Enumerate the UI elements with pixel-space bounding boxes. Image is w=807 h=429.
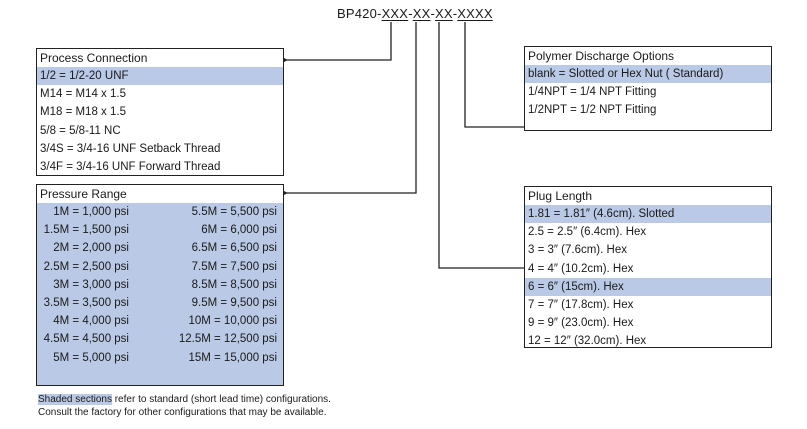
plug-length-option: 7 = 7″ (17.8cm). Hex [528, 298, 634, 311]
part-segment-plug: XX [435, 6, 453, 21]
pressure-range-option: 1.5M = 1,500 psi [43, 224, 129, 237]
polymer-discharge-title: Polymer Discharge Options [528, 49, 675, 63]
pressure-range-option: 6M = 6,000 psi [201, 224, 277, 237]
pressure-range-option: 1M = 1,000 psi [53, 206, 129, 218]
pressure-range-title: Pressure Range [40, 187, 127, 201]
pressure-range-option: 10M = 10,000 psi [188, 315, 277, 328]
part-segment-process: XXX [381, 6, 409, 21]
footnote-line-1: Shaded sections refer to standard (short… [38, 393, 331, 406]
plug-length-option: 3 = 3″ (7.6cm). Hex [528, 244, 627, 257]
pressure-range-table: 1M = 1,000 psi 1.5M = 1,500 psi 2M = 2,000… [37, 203, 283, 385]
part-dash: - [408, 6, 413, 21]
connector-plug [438, 22, 525, 269]
process-connection-option: 3/4F = 3/4-16 UNF Forward Thread [40, 160, 221, 173]
part-dash: - [452, 6, 458, 21]
pressure-range-option: 4M = 4,000 psi [53, 315, 129, 328]
plug-length-box: Plug Length 1.81 = 1.81″ (4.6cm). Slotte… [524, 186, 772, 348]
plug-length-option: 12 = 12″ (32.0cm). Hex [528, 335, 647, 348]
part-prefix: BP420- [337, 6, 382, 21]
shaded-sections-highlight: Shaded sections [38, 394, 112, 405]
pressure-range-option: 9.5M = 9,500 psi [191, 297, 277, 309]
process-connection-option: M18 = M18 x 1.5 [40, 106, 126, 119]
process-connection-option: 1/2 = 1/2-20 UNF [37, 67, 283, 86]
part-number: BP420-XXX-XX-XX-XXXX [337, 6, 493, 21]
polymer-discharge-option: blank = Slotted or Hex Nut ( Standard) [525, 65, 771, 84]
process-connection-title: Process Connection [40, 51, 148, 65]
process-connection-box: Process Connection 1/2 = 1/2-20 UNF M14 =… [36, 48, 284, 176]
part-segment-polymer: XXXX [457, 6, 493, 21]
connector-process [280, 22, 392, 64]
plug-length-option: 4 = 4″ (10.2cm). Hex [528, 262, 634, 275]
pressure-range-option: 3.5M = 3,500 psi [43, 297, 129, 309]
pressure-range-option: 12.5M = 12,500 psi [178, 333, 277, 346]
plug-length-title: Plug Length [528, 189, 593, 203]
pressure-range-option: 2M = 2,000 psi [53, 242, 129, 255]
connector-pressure [280, 22, 417, 197]
connector-polymer [464, 22, 525, 128]
plug-length-option: 1.81 = 1.81″ (4.6cm). Slotted [525, 205, 771, 224]
part-dash: - [430, 6, 435, 21]
plug-length-option: 6 = 6″ (15cm). Hex [525, 277, 771, 296]
part-segment-pressure: XX [412, 6, 431, 21]
pressure-range-box: Pressure Range 1M = 1,000 psi 1.5M = 1,50… [36, 184, 284, 386]
pressure-range-option: 6.5M = 6,500 psi [191, 242, 277, 255]
plug-length-option: 2.5 = 2.5″ (6.4cm). Hex [528, 226, 647, 239]
pressure-range-option: 8.5M = 8,500 psi [191, 278, 277, 291]
footnote-line-2: Consult the factory for other configurat… [38, 407, 327, 418]
pressure-range-option: 5M = 5,000 psi [53, 351, 129, 364]
footnote-line-1-rest: refer to standard (short lead time) conf… [111, 394, 331, 405]
pressure-range-option: 7.5M = 7,500 psi [191, 260, 277, 273]
pressure-range-option: 3M = 3,000 psi [53, 278, 129, 291]
pressure-range-option: 5.5M = 5,500 psi [191, 206, 277, 218]
polymer-discharge-box: Polymer Discharge Options blank = Slotte… [524, 46, 772, 131]
process-connection-option: 3/4S = 3/4-16 UNF Setback Thread [40, 142, 221, 155]
pressure-range-option: 2.5M = 2,500 psi [43, 260, 129, 273]
pressure-range-option: 4.5M = 4,500 psi [43, 333, 129, 346]
process-connection-option: 5/8 = 5/8-11 NC [40, 124, 121, 137]
footnote: Shaded sections refer to standard (short… [38, 393, 331, 419]
pressure-range-option: 15M = 15,000 psi [188, 351, 277, 364]
polymer-discharge-option: 1/4NPT = 1/4 NPT Fitting [528, 86, 657, 99]
polymer-discharge-option: 1/2NPT = 1/2 NPT Fitting [528, 104, 657, 117]
process-connection-option: M14 = M14 x 1.5 [40, 88, 126, 101]
plug-length-option: 9 = 9″ (23.0cm). Hex [528, 317, 634, 330]
